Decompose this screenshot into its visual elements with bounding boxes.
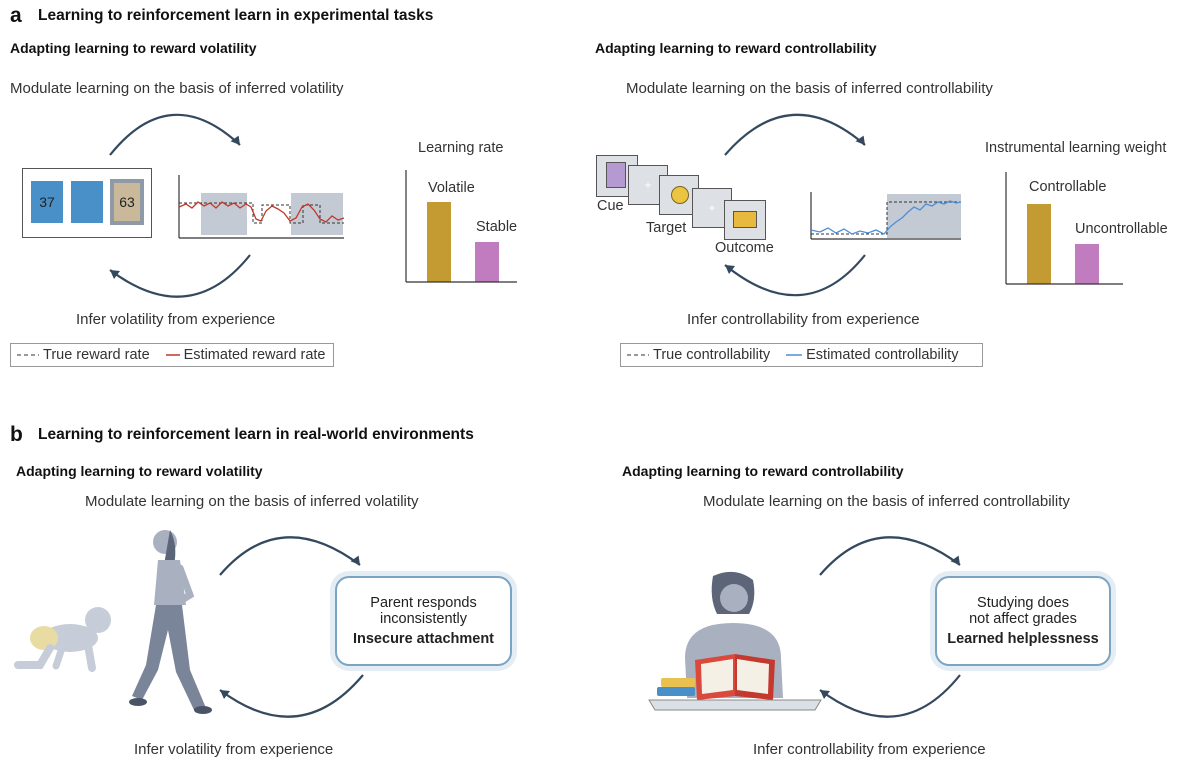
step-outcome: Outcome [715, 240, 774, 256]
legend-true-reward: True reward rate [17, 347, 150, 363]
panel-b-letter: b [10, 423, 23, 446]
outcome-screen [724, 200, 766, 240]
card-63-label: 63 [119, 194, 135, 210]
controllability-plot [810, 192, 962, 240]
legend-true-control-label: True controllability [653, 347, 771, 363]
robot-icon [606, 162, 626, 188]
a-right-bar-label-uncontrollable: Uncontrollable [1075, 221, 1168, 237]
learning-rate-bars [405, 170, 517, 283]
a-right-legend: True controllability Estimated controlla… [620, 343, 983, 367]
legend-est-control-label: Estimated controllability [806, 347, 959, 363]
panel-a-letter: a [10, 4, 22, 27]
bar-stable [475, 242, 499, 282]
b-right-bottom-caption: Infer controllability from experience [753, 741, 986, 758]
b-right-box-line1: Studying does [977, 595, 1069, 611]
instrumental-weight-bars [1005, 172, 1123, 285]
a-right-cycle-arrows [724, 113, 866, 297]
b-right-box-bold: Learned helplessness [947, 631, 1099, 647]
b-right-top-caption: Modulate learning on the basis of inferr… [703, 493, 1070, 510]
b-left-subtitle: Adapting learning to reward volatility [16, 463, 263, 479]
bar-uncontrollable [1075, 244, 1099, 284]
b-left-state-box: Parent responds inconsistently Insecure … [335, 576, 512, 666]
desk [648, 699, 822, 711]
b-left-bottom-caption: Infer volatility from experience [134, 741, 334, 758]
legend-true-reward-label: True reward rate [43, 347, 150, 363]
b-right-box-line2: not affect grades [969, 611, 1077, 627]
b-left-box-line2: inconsistently [379, 611, 468, 627]
legend-est-control: Estimated controllability [786, 347, 958, 363]
student-illustration [648, 571, 822, 711]
parent-child-illustration [14, 530, 212, 714]
book-stack-icon [657, 678, 695, 696]
legend-est-reward: Estimated reward rate [165, 347, 326, 363]
parent-figure [129, 530, 212, 714]
a-left-legend: True reward rate Estimated reward rate [10, 343, 334, 367]
step-target: Target [646, 220, 687, 236]
a-left-bar-label-volatile: Volatile [428, 180, 475, 196]
bandit-frame: 37 63 [22, 168, 152, 238]
a-right-bar-label-controllable: Controllable [1029, 179, 1107, 195]
b-right-cycle-arrows [819, 536, 961, 718]
a-left-bar-label-stable: Stable [476, 219, 518, 235]
a-left-cycle-arrows [109, 113, 251, 298]
a-left-top-caption: Modulate learning on the basis of inferr… [10, 80, 344, 97]
step-cue: Cue [597, 198, 624, 214]
open-book-icon [695, 654, 775, 700]
a-left-bar-title: Learning rate [418, 140, 504, 156]
legend-est-reward-label: Estimated reward rate [183, 347, 326, 363]
ticket-icon [733, 211, 757, 228]
card-37: 37 [31, 181, 63, 223]
a-left-subtitle: Adapting learning to reward volatility [10, 40, 257, 56]
b-right-state-box: Studying does not affect grades Learned … [935, 576, 1111, 666]
target-circle-icon [671, 186, 689, 204]
bar-controllable [1027, 204, 1051, 284]
baby-figure [14, 607, 111, 672]
b-left-cycle-arrows [219, 536, 364, 718]
legend-true-control: True controllability [627, 347, 770, 363]
card-hidden [71, 181, 103, 223]
b-right-subtitle: Adapting learning to reward controllabil… [622, 463, 904, 479]
a-right-bottom-caption: Infer controllability from experience [687, 311, 920, 328]
a-right-bar-title: Instrumental learning weight [985, 140, 1167, 156]
panel-a-title: Learning to reinforcement learn in exper… [38, 7, 434, 24]
card-63: 63 [110, 179, 144, 225]
a-right-subtitle: Adapting learning to reward controllabil… [595, 40, 877, 56]
volatility-plot [178, 175, 345, 239]
a-right-top-caption: Modulate learning on the basis of inferr… [626, 80, 993, 97]
panel-b-title: Learning to reinforcement learn in real-… [38, 426, 474, 443]
b-left-box-bold: Insecure attachment [352, 631, 495, 647]
bar-volatile [427, 202, 451, 282]
b-left-box-line1: Parent responds [370, 595, 477, 611]
a-left-bottom-caption: Infer volatility from experience [76, 311, 276, 328]
b-left-top-caption: Modulate learning on the basis of inferr… [85, 493, 419, 510]
card-37-label: 37 [39, 194, 55, 210]
